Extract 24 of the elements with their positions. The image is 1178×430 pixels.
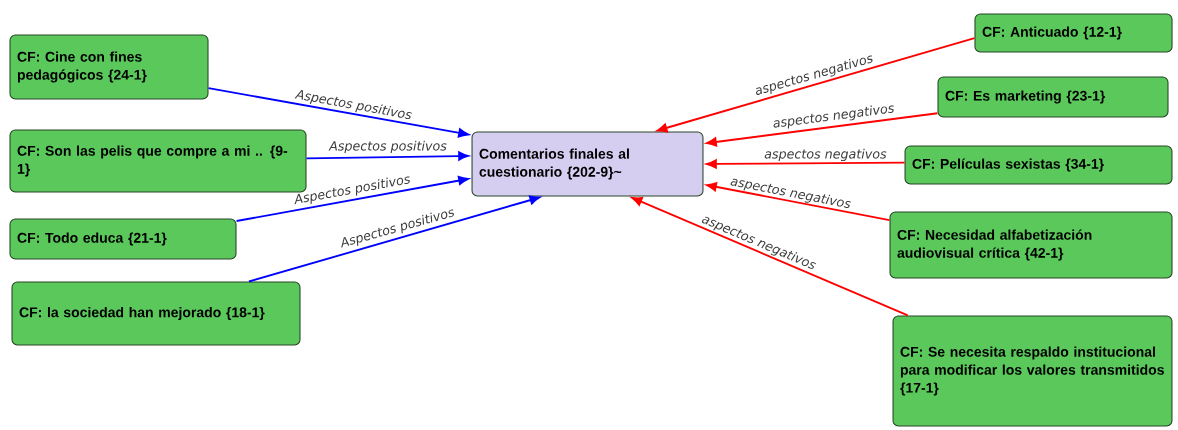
arrow — [631, 197, 909, 317]
arrow — [706, 159, 906, 169]
code-box: CF: Son las pelis que compre a mi .. {9-1} — [9, 129, 307, 193]
code-box: CF: Anticuado {12-1} — [974, 13, 1173, 53]
arrow — [305, 151, 469, 161]
code-box: CF: Cine con fines pedagógicos {24-1} — [9, 34, 209, 100]
central-box: Comentarios finales al cuestionario {202-9}~ — [471, 131, 704, 197]
code-box: CF: Todo educa {21-1} — [9, 218, 237, 260]
edge-label: Aspectos positivos — [294, 90, 412, 120]
edge-label: aspectos negativos — [773, 105, 894, 129]
code-box: CF: Películas sexistas {34-1} — [904, 145, 1173, 185]
arrow — [207, 87, 469, 138]
arrow — [248, 195, 541, 283]
code-box: CF: Necesidad alfabetización audiovisual crítica {42-1} — [889, 211, 1173, 279]
arrow — [235, 175, 469, 222]
code-box: CF: Es marketing {23-1} — [937, 76, 1169, 118]
code-box: CF: Se necesita respaldo institucional para modificar los valores transmitidos {17-1} — [892, 315, 1173, 427]
arrow — [706, 112, 939, 147]
arrow — [706, 182, 891, 221]
edge-label: aspectos negativos — [730, 178, 851, 208]
arrow — [656, 37, 976, 133]
edge-label: aspectos negativos — [764, 148, 887, 162]
edge-label: Aspectos positivos — [328, 140, 447, 154]
code-box: CF: la sociedad han mejorado {18-1} — [11, 281, 301, 346]
